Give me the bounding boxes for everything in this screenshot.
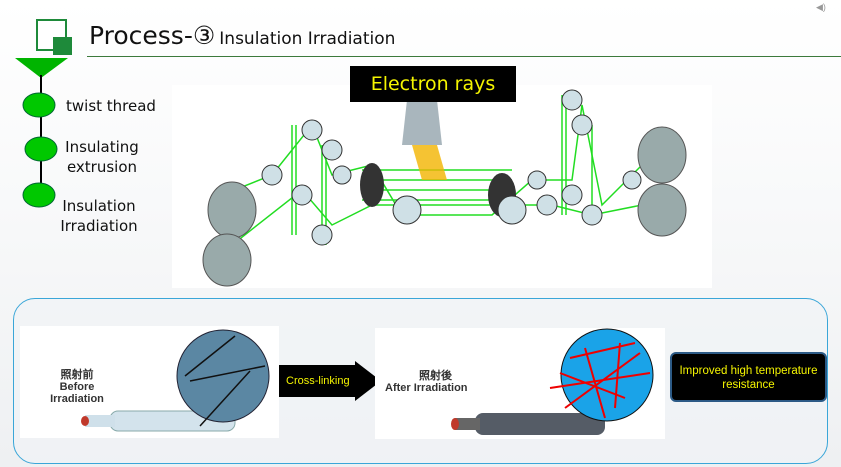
logo-square-fill-icon: [53, 37, 72, 55]
after-cjk-label: 照射後: [419, 370, 452, 382]
title-divider: [87, 56, 841, 57]
step-twist-thread: twist thread: [66, 97, 156, 115]
irradiation-machine-diagram: [172, 85, 712, 288]
process-flow-icon: [15, 58, 68, 208]
speaker-icon[interactable]: ◀): [816, 2, 826, 12]
electron-rays-label: Electron rays: [350, 66, 516, 102]
result-badge: Improved high temperature resistance: [670, 352, 827, 402]
cross-linking-arrow: Cross-linking: [279, 365, 356, 397]
logo-square-icon: [36, 19, 67, 51]
step-insulation-irradiation: Insulation Irradiation: [60, 197, 138, 235]
before-label: Before Irradiation: [50, 381, 104, 405]
step-insulating-extrusion: Insulating extrusion: [65, 138, 139, 176]
after-label: After Irradiation: [385, 382, 468, 394]
before-cjk-label: 照射前: [60, 369, 94, 381]
